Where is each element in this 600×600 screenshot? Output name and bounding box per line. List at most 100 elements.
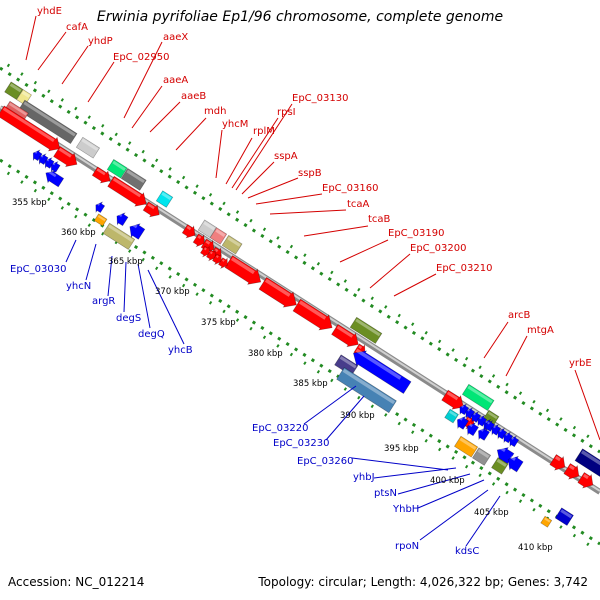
forward-label-group: yhdE cafA yhdP EpC_02950 aaeX aaeA aaeB … [37, 6, 592, 369]
topology-text: Topology: circular; Length: 4,026,322 bp… [258, 575, 588, 589]
leader-line [137, 263, 151, 329]
kbp-label-group: 355 kbp 360 kbp 365 kbp 370 kbp 375 kbp … [12, 198, 553, 553]
gene-label-sspb: sspB [298, 168, 322, 179]
leader-line [303, 385, 357, 425]
leader-line [483, 321, 509, 359]
leader-line [107, 255, 113, 297]
gene-yrbe-c [577, 472, 594, 489]
gene-label-epc-03030: EpC_03030 [10, 264, 66, 275]
gene-yrbe-a [549, 454, 566, 471]
gene-label-tcaa: tcaA [347, 199, 370, 210]
gene-label-yhbh: YhbH [392, 504, 419, 515]
gene-tcaa [224, 255, 262, 285]
leader-line [123, 261, 127, 313]
gene-label-yhcm: yhcM [222, 119, 248, 130]
leader-line [369, 253, 411, 289]
gene-cluster-405-4 [509, 435, 520, 448]
gene-label-yhde: yhdE [37, 6, 62, 17]
gene-small-red-2 [212, 253, 222, 266]
leader-line [303, 225, 369, 237]
gene-argr [93, 213, 108, 227]
leader-line [131, 85, 163, 129]
gene-label-argr: argR [92, 296, 115, 307]
leader-line [231, 117, 279, 189]
gene-mdh [142, 201, 160, 218]
leader-line [325, 395, 365, 441]
gene-label-ptsn: ptsN [374, 488, 397, 499]
gene-kdsc-box [491, 457, 509, 475]
gene-small-red-0 [200, 245, 210, 258]
gene-label-yrbe: yrbE [569, 358, 592, 369]
kbp-label-365: 365 kbp [108, 257, 143, 267]
gene-label-rplm: rplM [253, 126, 275, 137]
gene-degq-box [102, 222, 136, 250]
gene-cluster-405-3 [503, 431, 514, 444]
gene-cluster-405-2 [497, 427, 508, 440]
leader-line [393, 273, 437, 297]
kbp-label-360: 360 kbp [61, 228, 96, 238]
gene-kdsc [507, 455, 524, 473]
gene-label-arcb: arcB [508, 310, 531, 321]
gene-label-epc-03130: EpC_03130 [292, 93, 348, 104]
leader-line [241, 161, 275, 195]
gene-cluster-355-1 [38, 153, 49, 166]
gene-epc-03230 [353, 348, 412, 394]
gene-epc-03190 [331, 323, 359, 348]
gene-cluster-400-3 [477, 414, 488, 427]
kbp-label-400: 400 kbp [430, 476, 465, 486]
gene-cluster-400-0 [459, 403, 470, 416]
gene-epc-02950 [53, 145, 78, 168]
gene-degs [116, 212, 129, 227]
gene-epc-03160 [292, 298, 333, 331]
gene-epc-03260 [444, 408, 459, 424]
gene-cluster-405-0 [485, 420, 496, 432]
leader-line [351, 457, 449, 471]
leader-line [247, 177, 299, 199]
gene-label-sspa: sspA [274, 151, 298, 162]
gene-aaea [91, 166, 111, 184]
gene-label-epc-03220: EpC_03220 [252, 423, 308, 434]
gene-small-red-1 [206, 249, 216, 262]
gene-epc-02950-bar [75, 136, 101, 159]
gene-yrbe-top [574, 448, 600, 479]
gene-label-mtga: mtgA [527, 325, 554, 336]
gene-label-tcab: tcaB [368, 214, 391, 225]
gene-yhdp-bar [17, 99, 78, 145]
gene-label-cafa: cafA [66, 22, 88, 33]
leader-line [85, 243, 97, 281]
map-title: Erwinia pyrifoliae Ep1/96 chromosome, co… [96, 9, 504, 25]
gene-cluster-400-1 [465, 407, 476, 420]
gene-label-epc-03210: EpC_03210 [436, 263, 492, 274]
kbp-label-380: 380 kbp [248, 349, 283, 359]
gene-yhcm [181, 224, 196, 239]
leader-line [465, 495, 501, 547]
kbp-label-395: 395 kbp [384, 444, 419, 454]
gene-tcab [258, 276, 297, 308]
gene-cafa [16, 89, 32, 106]
gene-epc-03230-light [336, 367, 397, 414]
accession-text: Accession: NC_012214 [8, 575, 145, 589]
kbp-label-410: 410 kbp [518, 543, 553, 553]
gene-label-yhbj: yhbJ [353, 472, 375, 483]
gene-tail-a [554, 507, 574, 526]
gene-label-aaea: aaeA [163, 75, 188, 86]
gene-label-yhcn: yhcN [66, 281, 91, 292]
gene-rpsi-top [221, 234, 243, 255]
leader-line [419, 489, 489, 541]
leader-line [574, 369, 600, 441]
gene-tail-b [540, 515, 553, 528]
gene-label-mdh: mdh [204, 106, 226, 117]
kbp-label-390: 390 kbp [340, 411, 375, 421]
gene-label-aaex: aaeX [163, 32, 188, 43]
gene-label-epc-03200: EpC_03200 [410, 243, 466, 254]
leader-line [417, 479, 485, 509]
leader-line [255, 193, 323, 205]
kbp-label-370: 370 kbp [155, 287, 190, 297]
gene-arcb [441, 389, 464, 410]
gene-label-epc-03260: EpC_03260 [297, 456, 353, 467]
leader-line [397, 473, 471, 495]
gene-cluster-400-2 [471, 411, 482, 423]
gene-small-red-3 [218, 257, 228, 269]
leader-line [215, 129, 223, 179]
